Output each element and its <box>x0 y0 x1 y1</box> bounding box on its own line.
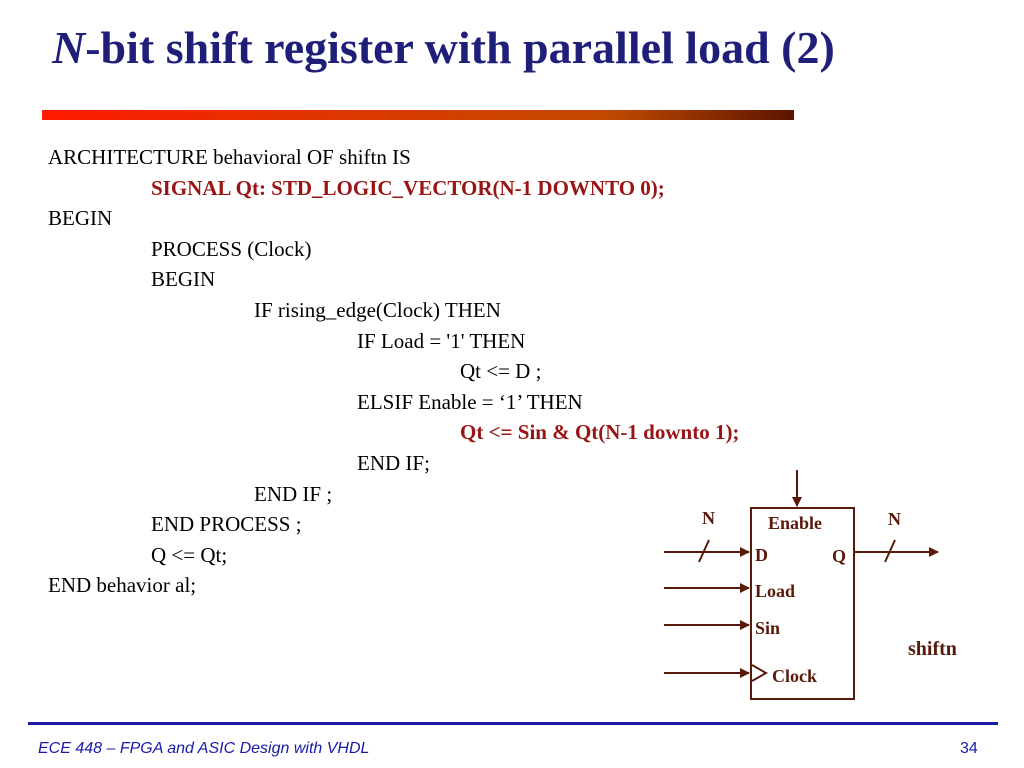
sin-label: Sin <box>755 618 780 638</box>
block-box <box>750 507 855 700</box>
footer-course: ECE 448 – FPGA and ASIC Design with VHDL <box>38 740 370 757</box>
enable-label: Enable <box>768 513 822 533</box>
title-italic-n: N <box>52 22 86 73</box>
q-label: Q <box>832 546 846 566</box>
slide-title: N-bit shift register with parallel load … <box>52 18 835 78</box>
code-line: Q <= Qt; <box>151 542 228 567</box>
code-line: IF rising_edge(Clock) THEN <box>254 297 501 322</box>
code-line: IF Load = '1' THEN <box>357 328 526 353</box>
clock-triangle <box>751 664 769 682</box>
block-name-label: shiftn <box>908 638 957 660</box>
code-line: Qt <= D ; <box>460 359 542 384</box>
code-line: SIGNAL Qt: STD_LOGIC_VECTOR(N-1 DOWNTO 0… <box>151 175 665 200</box>
code-line: END IF; <box>357 450 430 475</box>
title-text: -bit shift register with parallel load (… <box>85 22 835 73</box>
d-label: D <box>755 545 768 565</box>
code-line: Qt <= Sin & Qt(N-1 downto 1); <box>460 420 740 445</box>
clock-label: Clock <box>772 666 817 686</box>
width-out-label: N <box>888 509 901 529</box>
code-line: BEGIN <box>48 206 113 231</box>
footer-divider <box>28 722 998 725</box>
code-line: END behavior al; <box>48 573 197 598</box>
title-gradient-bar <box>42 110 794 120</box>
page-number: 34 <box>960 740 978 757</box>
load-label: Load <box>755 581 795 601</box>
width-in-label: N <box>702 508 715 528</box>
code-line: ELSIF Enable = ‘1’ THEN <box>357 389 583 414</box>
q-bus-slash <box>884 539 896 563</box>
code-line: ARCHITECTURE behavioral OF shiftn IS <box>48 145 411 169</box>
code-line: END PROCESS ; <box>151 512 302 537</box>
code-line: END IF ; <box>254 481 333 506</box>
vhdl-code-block: ARCHITECTURE behavioral OF shiftn IS SIGN… <box>48 142 739 601</box>
shiftn-block-diagram: N N Enable D Q Load Sin Clock shiftn <box>664 470 957 700</box>
d-bus-slash <box>698 539 710 563</box>
code-line: PROCESS (Clock) <box>151 236 312 261</box>
code-line: BEGIN <box>151 267 216 292</box>
